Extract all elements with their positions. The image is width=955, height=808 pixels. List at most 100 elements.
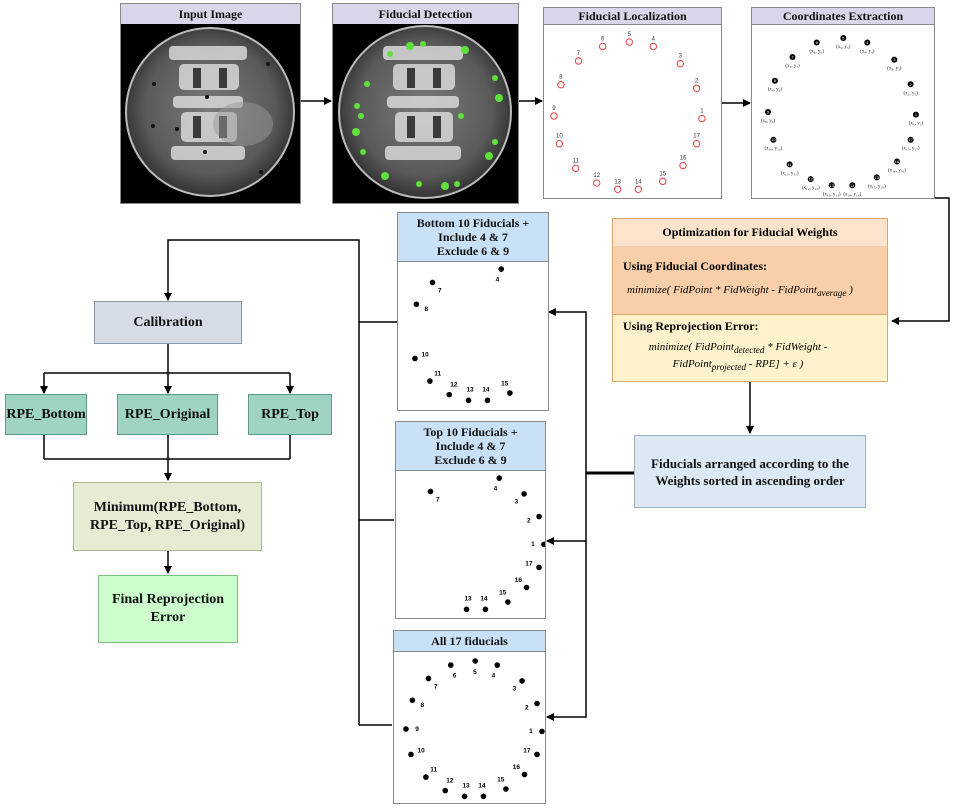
- top10-title-line2: Include 4 & 7: [435, 439, 506, 453]
- bottom10-marker-4: [498, 266, 505, 272]
- extraction-coord-17: (x₁₇, y₁₇): [902, 147, 920, 152]
- all17-marker-11: [423, 774, 429, 780]
- bottom10-label-15: 15: [501, 380, 509, 387]
- minimum-box: Minimum(RPE_Bottom, RPE_Top, RPE_Origina…: [73, 482, 262, 551]
- extraction-plot: 1(x₁, y₁)2(x₂, y₂)3(x₃, y₃)4(x₄, y₄)5(x₅…: [761, 35, 924, 197]
- section2-eq-b: * FidWeight -: [767, 341, 828, 353]
- localization-marker-3: [676, 59, 685, 68]
- all17-label-3: 3: [512, 686, 516, 693]
- extraction-coord-9: (x₉, y₉): [761, 119, 776, 124]
- localization-label-14: 14: [635, 179, 642, 185]
- bottom10-title-line2: Include 4 & 7: [438, 230, 508, 244]
- localization-marker-14: [634, 185, 642, 193]
- extraction-coord-8: (x₈, y₈): [768, 88, 783, 93]
- localization-label-8: 8: [559, 75, 563, 81]
- extraction-marker-12: [807, 176, 814, 183]
- extraction-number-13: 13: [829, 183, 834, 188]
- top10-marker-13: [463, 606, 470, 613]
- localization-label-6: 6: [601, 36, 605, 42]
- top10-marker-2: [536, 513, 542, 520]
- extraction-number-12: 12: [808, 177, 813, 182]
- extraction-marker-1: [912, 111, 919, 118]
- all17-label-8: 8: [421, 702, 425, 709]
- section2-eq-c: FidPoint: [672, 358, 712, 371]
- extraction-marker-7: [789, 54, 796, 61]
- extraction-marker-14: [849, 182, 856, 189]
- extraction-number-8: 8: [774, 78, 777, 83]
- arrow-extraction-to-optimization: [891, 197, 950, 325]
- detection-image: [333, 24, 518, 203]
- section1-eq-a: minimize( FidPoint * FidWeight - FidPoin…: [627, 284, 817, 296]
- all17-marker-7: [425, 675, 432, 682]
- extraction-marker-11: [786, 161, 793, 168]
- bottom10-title-line1: Bottom 10 Fiducials +: [416, 216, 530, 230]
- all17-label-12: 12: [446, 778, 454, 785]
- top10-title-line3: Exclude 6 & 9: [434, 453, 507, 467]
- all17-marker-12: [442, 787, 449, 794]
- localization-label-17: 17: [693, 134, 700, 140]
- top10-marker-1: [541, 541, 545, 548]
- top10-label-2: 2: [527, 518, 531, 525]
- top10-marker-17: [536, 564, 542, 571]
- extraction-number-14: 14: [850, 183, 855, 188]
- localization-label-4: 4: [652, 36, 656, 42]
- extraction-marker-5: [840, 35, 847, 42]
- final-reprojection-error-box: Final Reprojection Error: [98, 575, 238, 643]
- minimum-line1: Minimum(RPE_Bottom,: [93, 499, 242, 515]
- arrow-weights-to-all17: [546, 473, 587, 721]
- extraction-marker-8: [771, 77, 778, 84]
- localization-label-3: 3: [679, 54, 683, 60]
- localization-marker-10: [555, 140, 564, 148]
- bottom10-label-8: 8: [425, 306, 429, 313]
- all17-label-10: 10: [418, 747, 426, 754]
- top10-title: Top 10 Fiducials + Include 4 & 7 Exclude…: [396, 422, 545, 471]
- all17-marker-4: [494, 662, 501, 668]
- all17-title: All 17 fiducials: [394, 631, 545, 652]
- arrow-subsets-to-calibration: [164, 239, 360, 725]
- section2-eq-sub1: detected: [733, 345, 765, 356]
- top10-marker-4: [496, 475, 503, 481]
- localization-marker-7: [574, 57, 583, 65]
- extraction-marker-13: [828, 182, 835, 189]
- extraction-marker-9: [765, 109, 771, 115]
- all17-label-11: 11: [430, 766, 437, 773]
- top10-label-3: 3: [514, 499, 518, 506]
- localization-marker-2: [692, 84, 701, 92]
- extraction-number-3: 3: [893, 57, 896, 62]
- extraction-marker-6: [813, 39, 820, 46]
- extraction-marker-3: [891, 56, 898, 63]
- all17-label-15: 15: [497, 776, 505, 783]
- extraction-number-15: 15: [875, 175, 880, 180]
- localization-marker-17: [692, 140, 701, 148]
- top10-panel: Top 10 Fiducials + Include 4 & 7 Exclude…: [395, 421, 546, 619]
- bottom10-title: Bottom 10 Fiducials + Include 4 & 7 Excl…: [398, 213, 548, 262]
- bottom10-label-4: 4: [496, 276, 500, 283]
- section1-eq-b: ): [849, 284, 853, 296]
- localization-label-2: 2: [695, 78, 699, 84]
- extraction-coord-7: (x₇, y₇): [785, 64, 800, 69]
- bottom10-marker-8: [413, 301, 420, 308]
- extraction-coord-11: (x₁₁, y₁₁): [781, 171, 799, 176]
- all17-marker-14: [480, 793, 487, 800]
- top10-marker-14: [482, 606, 489, 613]
- top10-marker-15: [505, 599, 511, 605]
- extraction-coord-14: (x₁₄, y₁₄): [843, 192, 861, 197]
- extraction-number-5: 5: [842, 36, 845, 41]
- localization-marker-15: [659, 177, 667, 186]
- input-xray-image: [121, 24, 300, 203]
- localization-marker-5: [625, 38, 633, 46]
- extraction-coord-1: (x₁, y₁): [909, 122, 924, 127]
- coordinates-extraction-title: Coordinates Extraction: [752, 8, 934, 25]
- extraction-coord-3: (x₃, y₃): [887, 67, 902, 72]
- weights-sorted-box: Fiducials arranged according to the Weig…: [634, 435, 866, 508]
- section1-eq-sub: average: [816, 288, 847, 299]
- weights-line1: Fiducials arranged according to the: [651, 455, 849, 471]
- top10-marker-3: [521, 491, 527, 497]
- localization-label-9: 9: [552, 106, 556, 112]
- top10-label-14: 14: [480, 595, 488, 602]
- bottom10-label-7: 7: [438, 288, 442, 295]
- fiducial-detection-panel: Fiducial Detection: [332, 3, 519, 204]
- section1-label: Using Fiducial Coordinates:: [623, 259, 768, 273]
